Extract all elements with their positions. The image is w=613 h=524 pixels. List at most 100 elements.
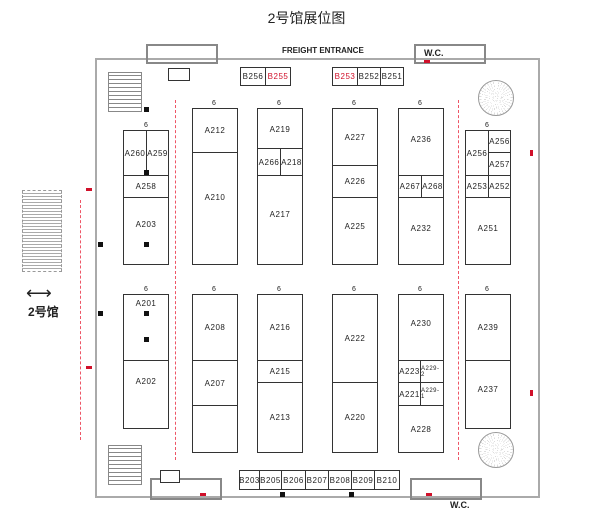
booth-a228[interactable]: A228: [398, 405, 444, 453]
north-room-right: [414, 44, 486, 64]
booth-a259[interactable]: A259: [146, 130, 169, 176]
booth-a207[interactable]: A207: [192, 360, 238, 406]
arrow-left-right-icon: ⟷: [26, 283, 52, 303]
booth-a203[interactable]: A203: [123, 197, 169, 265]
booth-b206[interactable]: B206: [281, 470, 306, 490]
booth-small-group[interactable]: [192, 405, 238, 453]
spiral-stair-icon: [478, 432, 514, 468]
north-room-left: [146, 44, 218, 64]
staircase-icon: [108, 445, 142, 485]
booth-b203[interactable]: B203: [239, 470, 260, 490]
wc-label-bottom: W.C.: [450, 500, 470, 510]
aisle-width: 6: [144, 286, 148, 293]
pillar: [144, 337, 149, 342]
booth-a218[interactable]: A218: [280, 148, 303, 176]
booth-a225[interactable]: A225: [332, 197, 378, 265]
booth-a237[interactable]: A237: [465, 360, 511, 429]
aisle-width: 6: [212, 100, 216, 107]
pillar: [144, 107, 149, 112]
pillar: [98, 242, 103, 247]
booth-b210[interactable]: B210: [374, 470, 400, 490]
booth-a216[interactable]: A216: [257, 294, 303, 361]
aisle-width: 6: [485, 286, 489, 293]
exit-marker: [424, 60, 430, 63]
aisle-width: 6: [212, 286, 216, 293]
south-room-right: [410, 478, 482, 500]
aisle-line: [458, 100, 459, 460]
pillar: [144, 242, 149, 247]
booth-a232[interactable]: A232: [398, 197, 444, 265]
exit-marker: [426, 493, 432, 496]
aisle-width: 6: [277, 100, 281, 107]
booth-b255[interactable]: B255: [265, 67, 291, 86]
aisle-width: 6: [144, 122, 148, 129]
booth-a226[interactable]: A226: [332, 165, 378, 198]
booth-a222[interactable]: A222: [332, 294, 378, 383]
south-room-left: [150, 478, 222, 500]
booth-a252[interactable]: A252: [488, 175, 511, 198]
booth-b209[interactable]: B209: [351, 470, 375, 490]
booth-b256[interactable]: B256: [240, 67, 266, 86]
outer-wall: [95, 58, 540, 498]
exit-marker: [530, 390, 533, 396]
aisle-line: [80, 200, 81, 440]
exit-marker: [530, 150, 533, 156]
booth-b251[interactable]: B251: [380, 67, 404, 86]
aisle-width: 6: [485, 122, 489, 129]
booth-a223[interactable]: A223: [398, 360, 421, 383]
booth-b208[interactable]: B208: [328, 470, 352, 490]
exit-marker: [86, 366, 92, 369]
booth-b253[interactable]: B253: [332, 67, 358, 86]
pillar: [280, 492, 285, 497]
pillar: [144, 311, 149, 316]
exit-marker: [200, 493, 206, 496]
aisle-line: [175, 100, 176, 460]
aisle-width: 6: [352, 100, 356, 107]
booth-a220[interactable]: A220: [332, 382, 378, 453]
hall-2-link[interactable]: 2号馆: [28, 305, 59, 319]
booth-a258[interactable]: A258: [123, 175, 169, 198]
booth-a256-left[interactable]: A256: [465, 130, 489, 176]
freight-entrance-label: FREIGHT ENTRANCE: [282, 46, 364, 55]
booth-a256-right[interactable]: A256: [488, 130, 511, 153]
booth-a202[interactable]: A202: [123, 360, 169, 429]
booth-a268[interactable]: A268: [421, 175, 444, 198]
booth-a219[interactable]: A219: [257, 108, 303, 149]
booth-a227[interactable]: A227: [332, 108, 378, 166]
booth-a253[interactable]: A253: [465, 175, 489, 198]
booth-a217[interactable]: A217: [257, 175, 303, 265]
booth-a229-2[interactable]: A229-2: [420, 360, 444, 383]
exit-marker: [86, 188, 92, 191]
aisle-width: 6: [418, 100, 422, 107]
pillar: [349, 492, 354, 497]
wc-label-top: W.C.: [424, 48, 444, 58]
booth-a215[interactable]: A215: [257, 360, 303, 383]
service-room: [168, 68, 190, 81]
booth-b205[interactable]: B205: [259, 470, 282, 490]
booth-a213[interactable]: A213: [257, 382, 303, 453]
booth-a239[interactable]: A239: [465, 294, 511, 361]
pillar: [144, 170, 149, 175]
staircase-icon: [108, 72, 142, 112]
booth-a221[interactable]: A221: [398, 382, 421, 406]
booth-a201[interactable]: A201: [123, 294, 169, 361]
pillar: [98, 311, 103, 316]
booth-a230[interactable]: A230: [398, 294, 444, 361]
booth-b252[interactable]: B252: [357, 67, 381, 86]
booth-a266[interactable]: A266: [257, 148, 281, 176]
booth-a267[interactable]: A267: [398, 175, 422, 198]
booth-a229-1[interactable]: A229-1: [420, 382, 444, 406]
booth-a257[interactable]: A257: [488, 152, 511, 176]
booth-a236[interactable]: A236: [398, 108, 444, 176]
booth-b207[interactable]: B207: [305, 470, 329, 490]
booth-a210[interactable]: A210: [192, 152, 238, 265]
spiral-stair-icon: [478, 80, 514, 116]
aisle-width: 6: [418, 286, 422, 293]
escalator-icon: [22, 190, 62, 272]
aisle-width: 6: [352, 286, 356, 293]
booth-a251[interactable]: A251: [465, 197, 511, 265]
booth-a208[interactable]: A208: [192, 294, 238, 361]
booth-a212[interactable]: A212: [192, 108, 238, 153]
page-title: 2号馆展位图: [267, 10, 346, 26]
